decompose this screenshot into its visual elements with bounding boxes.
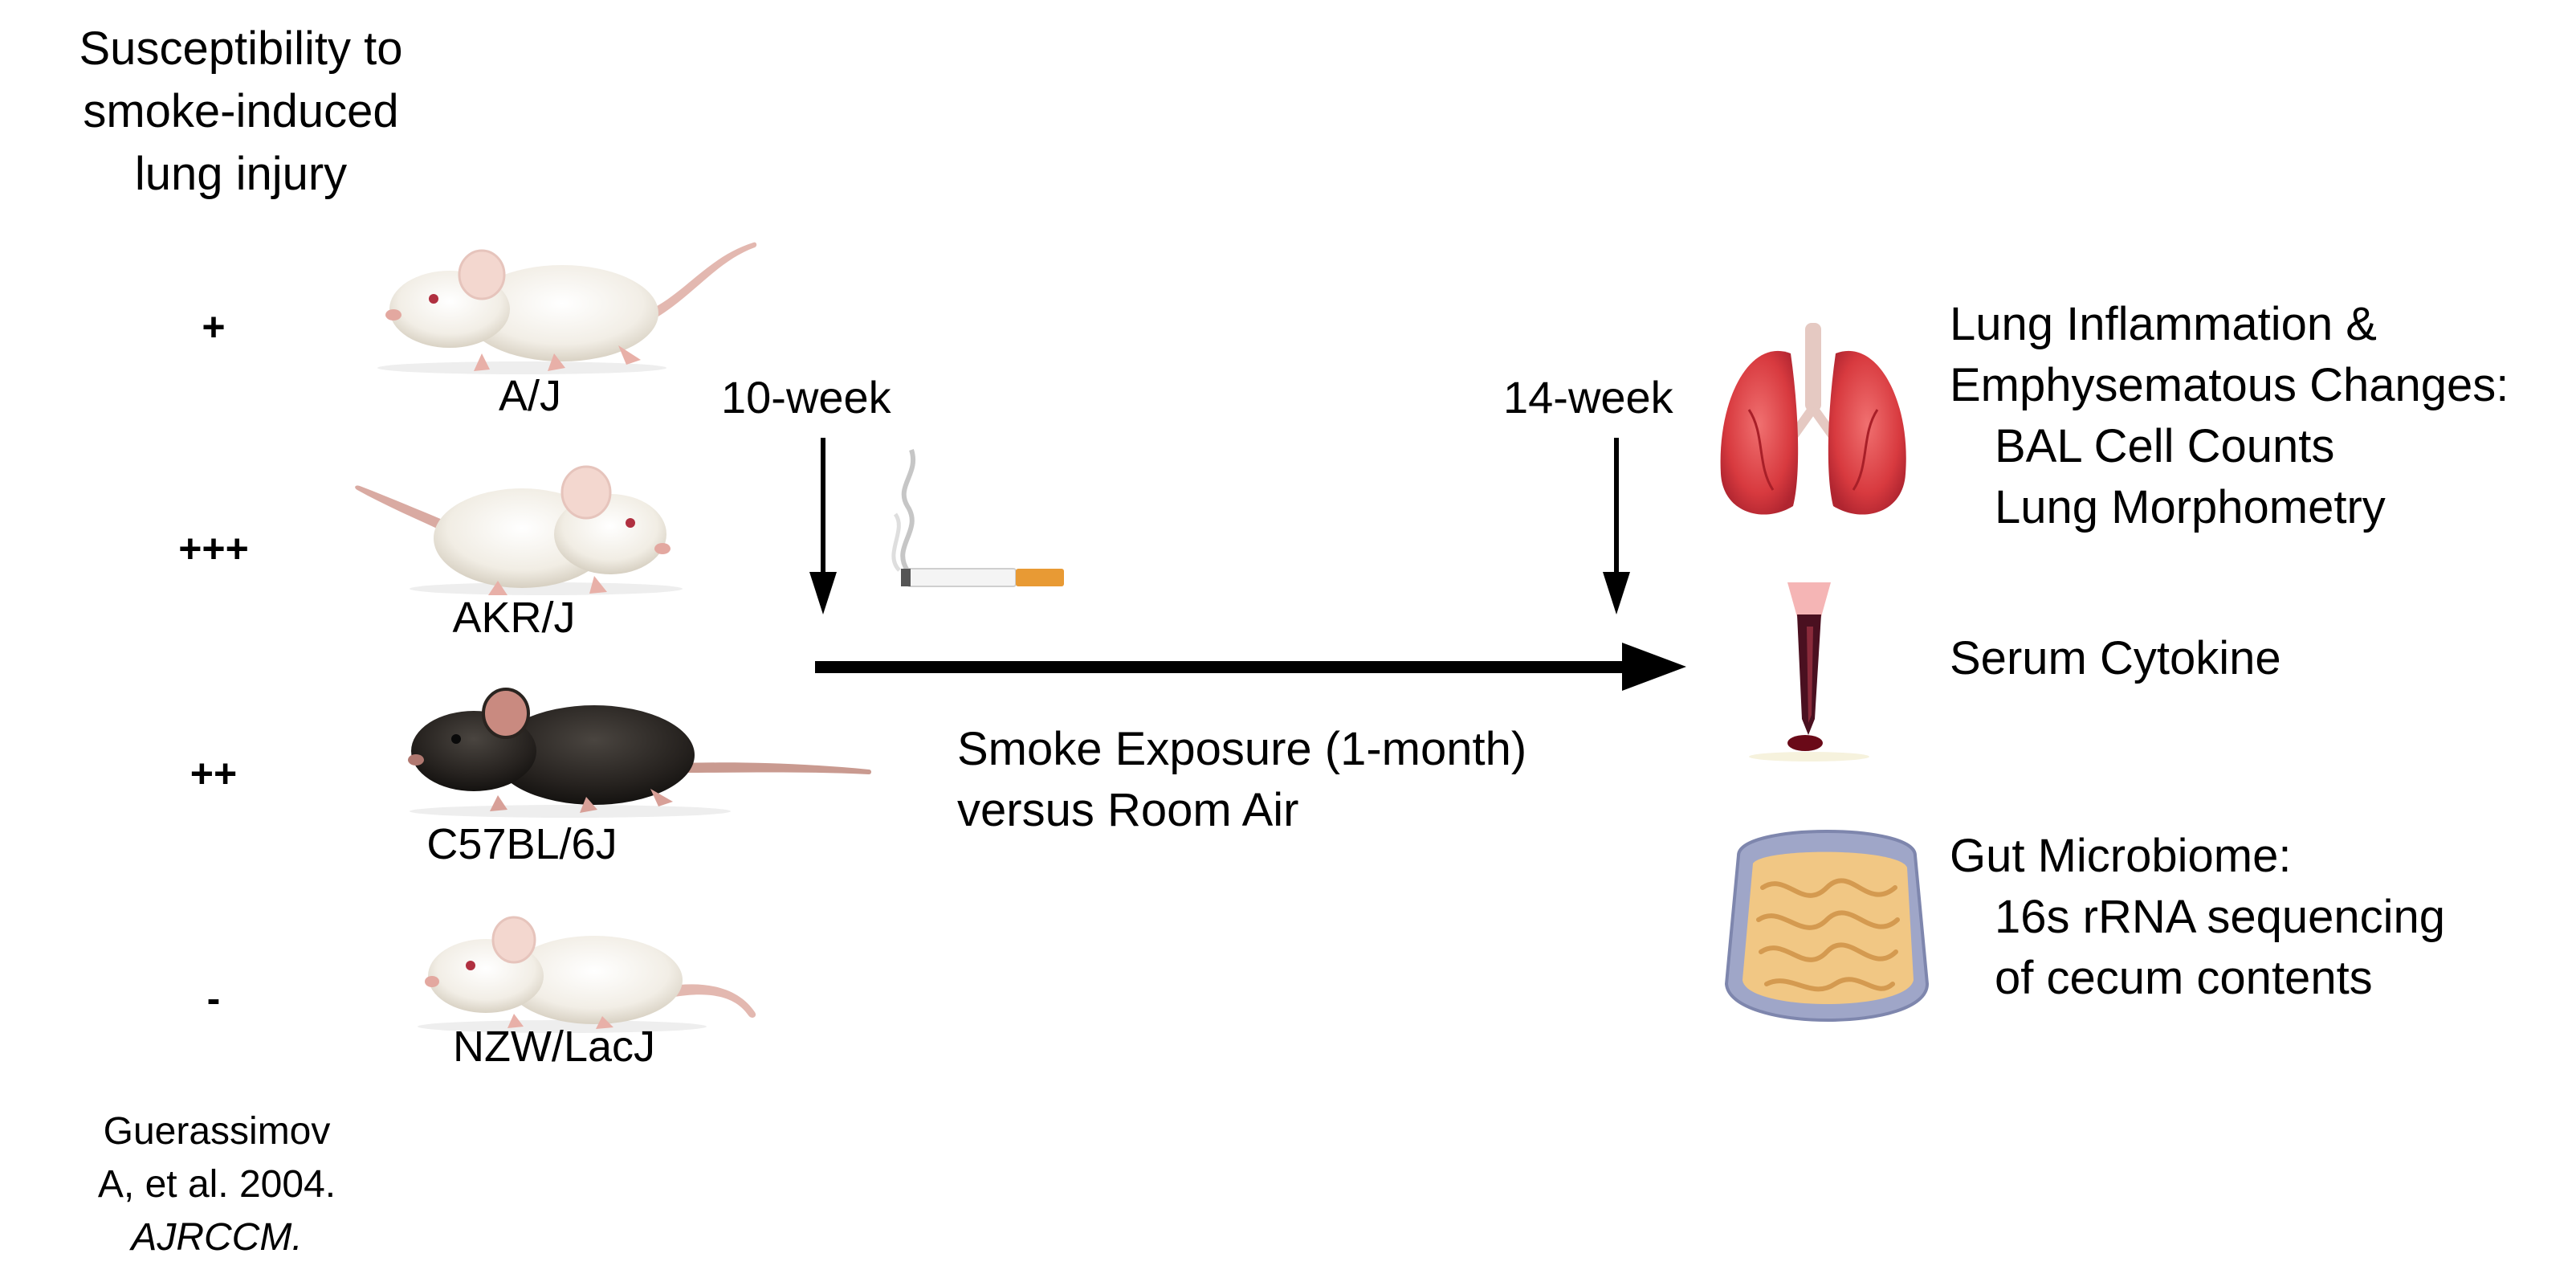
serum-outcome: Serum Cytokine — [1950, 632, 2281, 684]
lung-outcome-item: BAL Cell Counts — [1995, 420, 2335, 472]
header-line: smoke-induced — [83, 85, 399, 137]
citation-line: Guerassimov — [103, 1110, 331, 1153]
lung-outcome-title: Emphysematous Changes: — [1950, 359, 2509, 411]
lung-outcome: Lung Inflammation & Emphysematous Change… — [1950, 294, 2509, 538]
susceptibility-akrj: +++ — [178, 526, 249, 571]
arrow-14-week — [1603, 438, 1630, 614]
mouse-icon — [401, 892, 771, 1036]
gut-outcome-item: 16s rRNA sequencing — [1995, 891, 2445, 943]
exposure-timeline-arrow — [815, 643, 1686, 691]
citation: Guerassimov A, et al. 2004. AJRCCM. — [48, 1105, 385, 1264]
strain-label-aj: A/J — [498, 372, 562, 420]
intestine-icon — [1706, 807, 1947, 1040]
exposure-description: Smoke Exposure (1-month) versus Room Air — [957, 719, 1526, 841]
arrow-10-week — [809, 438, 837, 614]
timepoint-end-label: 14-week — [1503, 372, 1673, 423]
timepoint-start-label: 10-week — [721, 372, 891, 423]
susceptibility-aj: + — [202, 304, 226, 349]
lungs-icon — [1701, 313, 1926, 530]
strain-label-c57: C57BL/6J — [426, 820, 618, 868]
gut-outcome-item: of cecum contents — [1995, 952, 2373, 1004]
susceptibility-header: Susceptibility to smoke-induced lung inj… — [32, 18, 450, 206]
cigarette-icon — [875, 434, 1076, 594]
gut-outcome: Gut Microbiome: 16s rRNA sequencing of c… — [1950, 826, 2445, 1009]
strain-label-akrj: AKR/J — [452, 594, 576, 642]
exposure-line: Smoke Exposure (1-month) — [957, 723, 1527, 775]
strain-label-nzw: NZW/LacJ — [452, 1023, 656, 1071]
lung-outcome-title: Lung Inflammation & — [1950, 298, 2377, 350]
header-line: lung injury — [134, 148, 348, 200]
header-line: Susceptibility to — [79, 22, 403, 75]
mouse-icon — [361, 225, 763, 378]
lung-outcome-item: Lung Morphometry — [1995, 481, 2386, 533]
mouse-icon — [353, 446, 691, 598]
gut-outcome-title: Gut Microbiome: — [1950, 830, 2292, 882]
citation-line: A, et al. 2004. — [97, 1163, 336, 1206]
mouse-icon — [377, 667, 875, 819]
susceptibility-nzw: - — [206, 976, 221, 1021]
citation-journal: AJRCCM. — [131, 1216, 303, 1259]
exposure-line: versus Room Air — [957, 784, 1299, 836]
susceptibility-c57: ++ — [190, 751, 238, 796]
blood-drop-icon — [1741, 578, 1877, 763]
